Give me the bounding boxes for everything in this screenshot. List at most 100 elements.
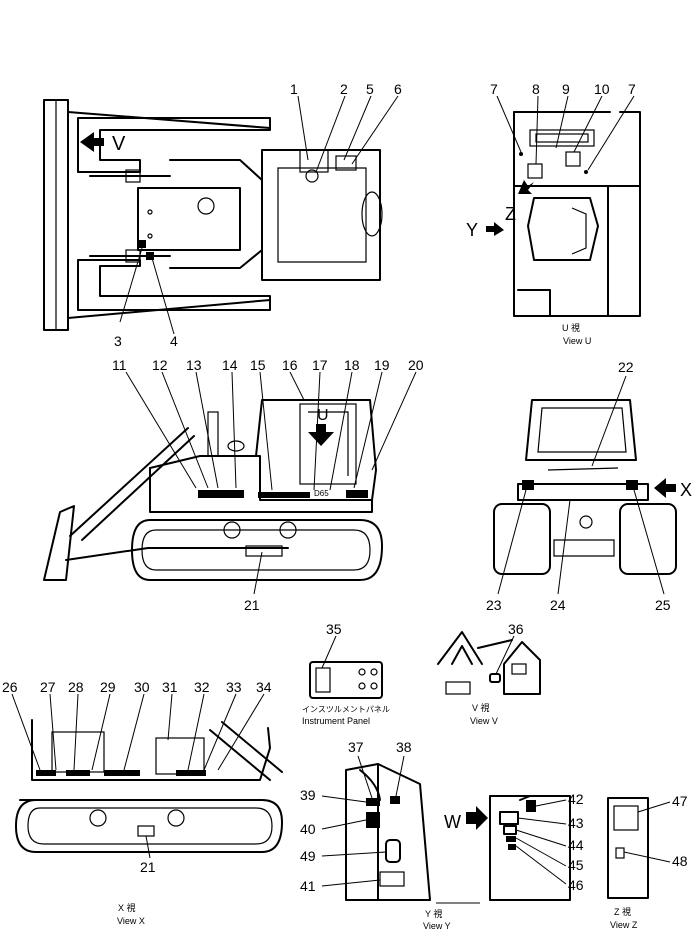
decal-30-plate [104, 770, 140, 776]
side-view-dozer: U D65 [43, 399, 383, 581]
callout-48: 48 [672, 853, 688, 869]
leader-48 [623, 851, 671, 863]
decal-21-plate-x [137, 825, 155, 837]
leader-29 [91, 693, 111, 771]
callout-16: 16 [282, 357, 298, 373]
cab-window [299, 403, 357, 485]
decal-21-plate [245, 545, 283, 557]
callout-5: 5 [366, 81, 374, 97]
callout-8: 8 [532, 81, 540, 97]
view-z-caption-jp: Z 視 [614, 906, 631, 917]
leader-17 [313, 371, 321, 491]
decal-39-plate [366, 798, 380, 806]
decal-43-plate [499, 811, 519, 825]
blade-top [43, 99, 69, 331]
view-w-detail [519, 795, 531, 801]
decal-1-plate [299, 149, 329, 173]
panel-window [535, 133, 589, 143]
track-left [77, 117, 271, 173]
gauge [358, 682, 366, 690]
side-body-x [31, 719, 271, 781]
view-v-drawing [437, 631, 541, 695]
cab-frame [513, 185, 641, 317]
leader-47 [637, 801, 671, 813]
leader-26 [11, 693, 41, 771]
leader-44 [515, 829, 567, 847]
rear-cab [525, 399, 637, 461]
roller [89, 809, 107, 827]
decal-25-plate [626, 480, 638, 490]
view-v-letter: V [112, 133, 126, 155]
view-x-caption: View X [117, 916, 145, 926]
view-z-arrow-icon [518, 180, 534, 194]
leader-25 [633, 489, 665, 595]
callout-33: 33 [226, 679, 242, 695]
hitch [579, 515, 593, 529]
gauge [370, 682, 378, 690]
leader-21 [253, 551, 263, 595]
callout-13: 13 [186, 357, 202, 373]
callout-22: 22 [618, 359, 634, 375]
rear-track-right [619, 503, 677, 575]
leader-4 [151, 257, 175, 335]
callout-35: 35 [326, 621, 342, 637]
window-frame [308, 411, 349, 476]
callout-31: 31 [162, 679, 178, 695]
rear-track-left [493, 503, 551, 575]
leader-43 [517, 817, 567, 825]
leader-15 [259, 371, 273, 491]
track-side [131, 519, 383, 581]
leader-7a [496, 95, 522, 153]
leader-31 [167, 693, 173, 741]
callout-37: 37 [348, 739, 364, 755]
callout-26: 26 [2, 679, 18, 695]
view-y-caption: View Y [423, 921, 451, 931]
cab-v [503, 641, 541, 695]
leader-46 [515, 845, 567, 885]
view-z-drawing [607, 797, 671, 899]
decal-48-plate [615, 847, 625, 859]
leader-10 [573, 95, 603, 153]
callout-47: 47 [672, 793, 688, 809]
callout-32: 32 [194, 679, 210, 695]
view-z-letter: Z [505, 204, 516, 224]
rear-view-leaders [497, 375, 665, 595]
view-x-letter: X [680, 480, 692, 500]
blade-side [43, 505, 75, 581]
leader-36 [495, 635, 515, 675]
rear-fender [517, 483, 649, 501]
decal-26-plate [36, 770, 56, 776]
decal-47-plate [613, 805, 639, 831]
view-u-leaders [496, 95, 635, 171]
leader-35 [321, 635, 337, 669]
decal-35-plate [315, 667, 331, 693]
view-w-letter: W [444, 812, 461, 832]
rear-window [537, 407, 627, 453]
callout-9: 9 [562, 81, 570, 97]
decal-46-plate [508, 844, 516, 850]
view-y-drawing [345, 763, 431, 901]
leader-22 [591, 375, 627, 467]
callout-18: 18 [344, 357, 360, 373]
decal-28-plate [66, 770, 90, 776]
leader-3 [119, 247, 143, 323]
view-y-lever [359, 769, 381, 801]
track-x-inner [27, 807, 273, 845]
callout-20: 20 [408, 357, 424, 373]
hood-outline [169, 159, 263, 269]
view-y-leaders [321, 755, 405, 887]
side-view-leaders [125, 371, 417, 595]
callout-21-x: 21 [140, 859, 156, 875]
decal-3-plate [138, 240, 146, 248]
lift-cylinders [89, 175, 171, 257]
leader-24 [557, 499, 571, 595]
ripper-base [553, 539, 615, 557]
console-outline [513, 111, 641, 187]
decal-19-plate [346, 490, 368, 498]
carrier-roller [223, 521, 241, 539]
view-y-arrow-icon [486, 222, 504, 236]
callout-41: 41 [300, 878, 316, 894]
view-x-drawing [15, 719, 283, 853]
view-z-caption: View Z [610, 920, 638, 930]
